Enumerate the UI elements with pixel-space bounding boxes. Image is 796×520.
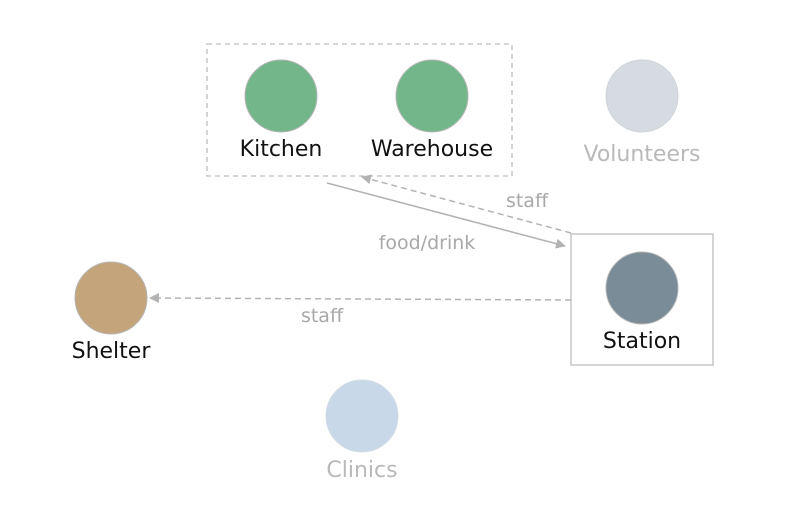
node-volunteers[interactable] [605,59,679,133]
node-label-volunteers: Volunteers [583,142,700,167]
edge-label-staff-to-kitchen: staff [506,190,549,212]
node-label-warehouse: Warehouse [371,137,493,162]
edge-station-shelter[interactable] [149,293,572,304]
node-warehouse[interactable] [395,59,469,133]
node-clinics[interactable] [325,379,399,453]
node-label-kitchen: Kitchen [240,137,323,162]
edge-station-kitchen[interactable] [361,174,572,234]
node-label-clinics: Clinics [326,458,397,483]
group-kitchen-warehouse[interactable] [206,43,513,177]
node-shelter[interactable] [74,261,148,335]
edge-kitchen-station[interactable] [326,182,566,249]
edge-label-staff-to-shelter: staff [301,305,344,327]
node-label-shelter: Shelter [72,339,152,364]
node-kitchen[interactable] [244,59,318,133]
node-label-station: Station [603,329,681,354]
edge-label-food-drink: food/drink [379,232,476,254]
node-station[interactable] [605,251,679,325]
